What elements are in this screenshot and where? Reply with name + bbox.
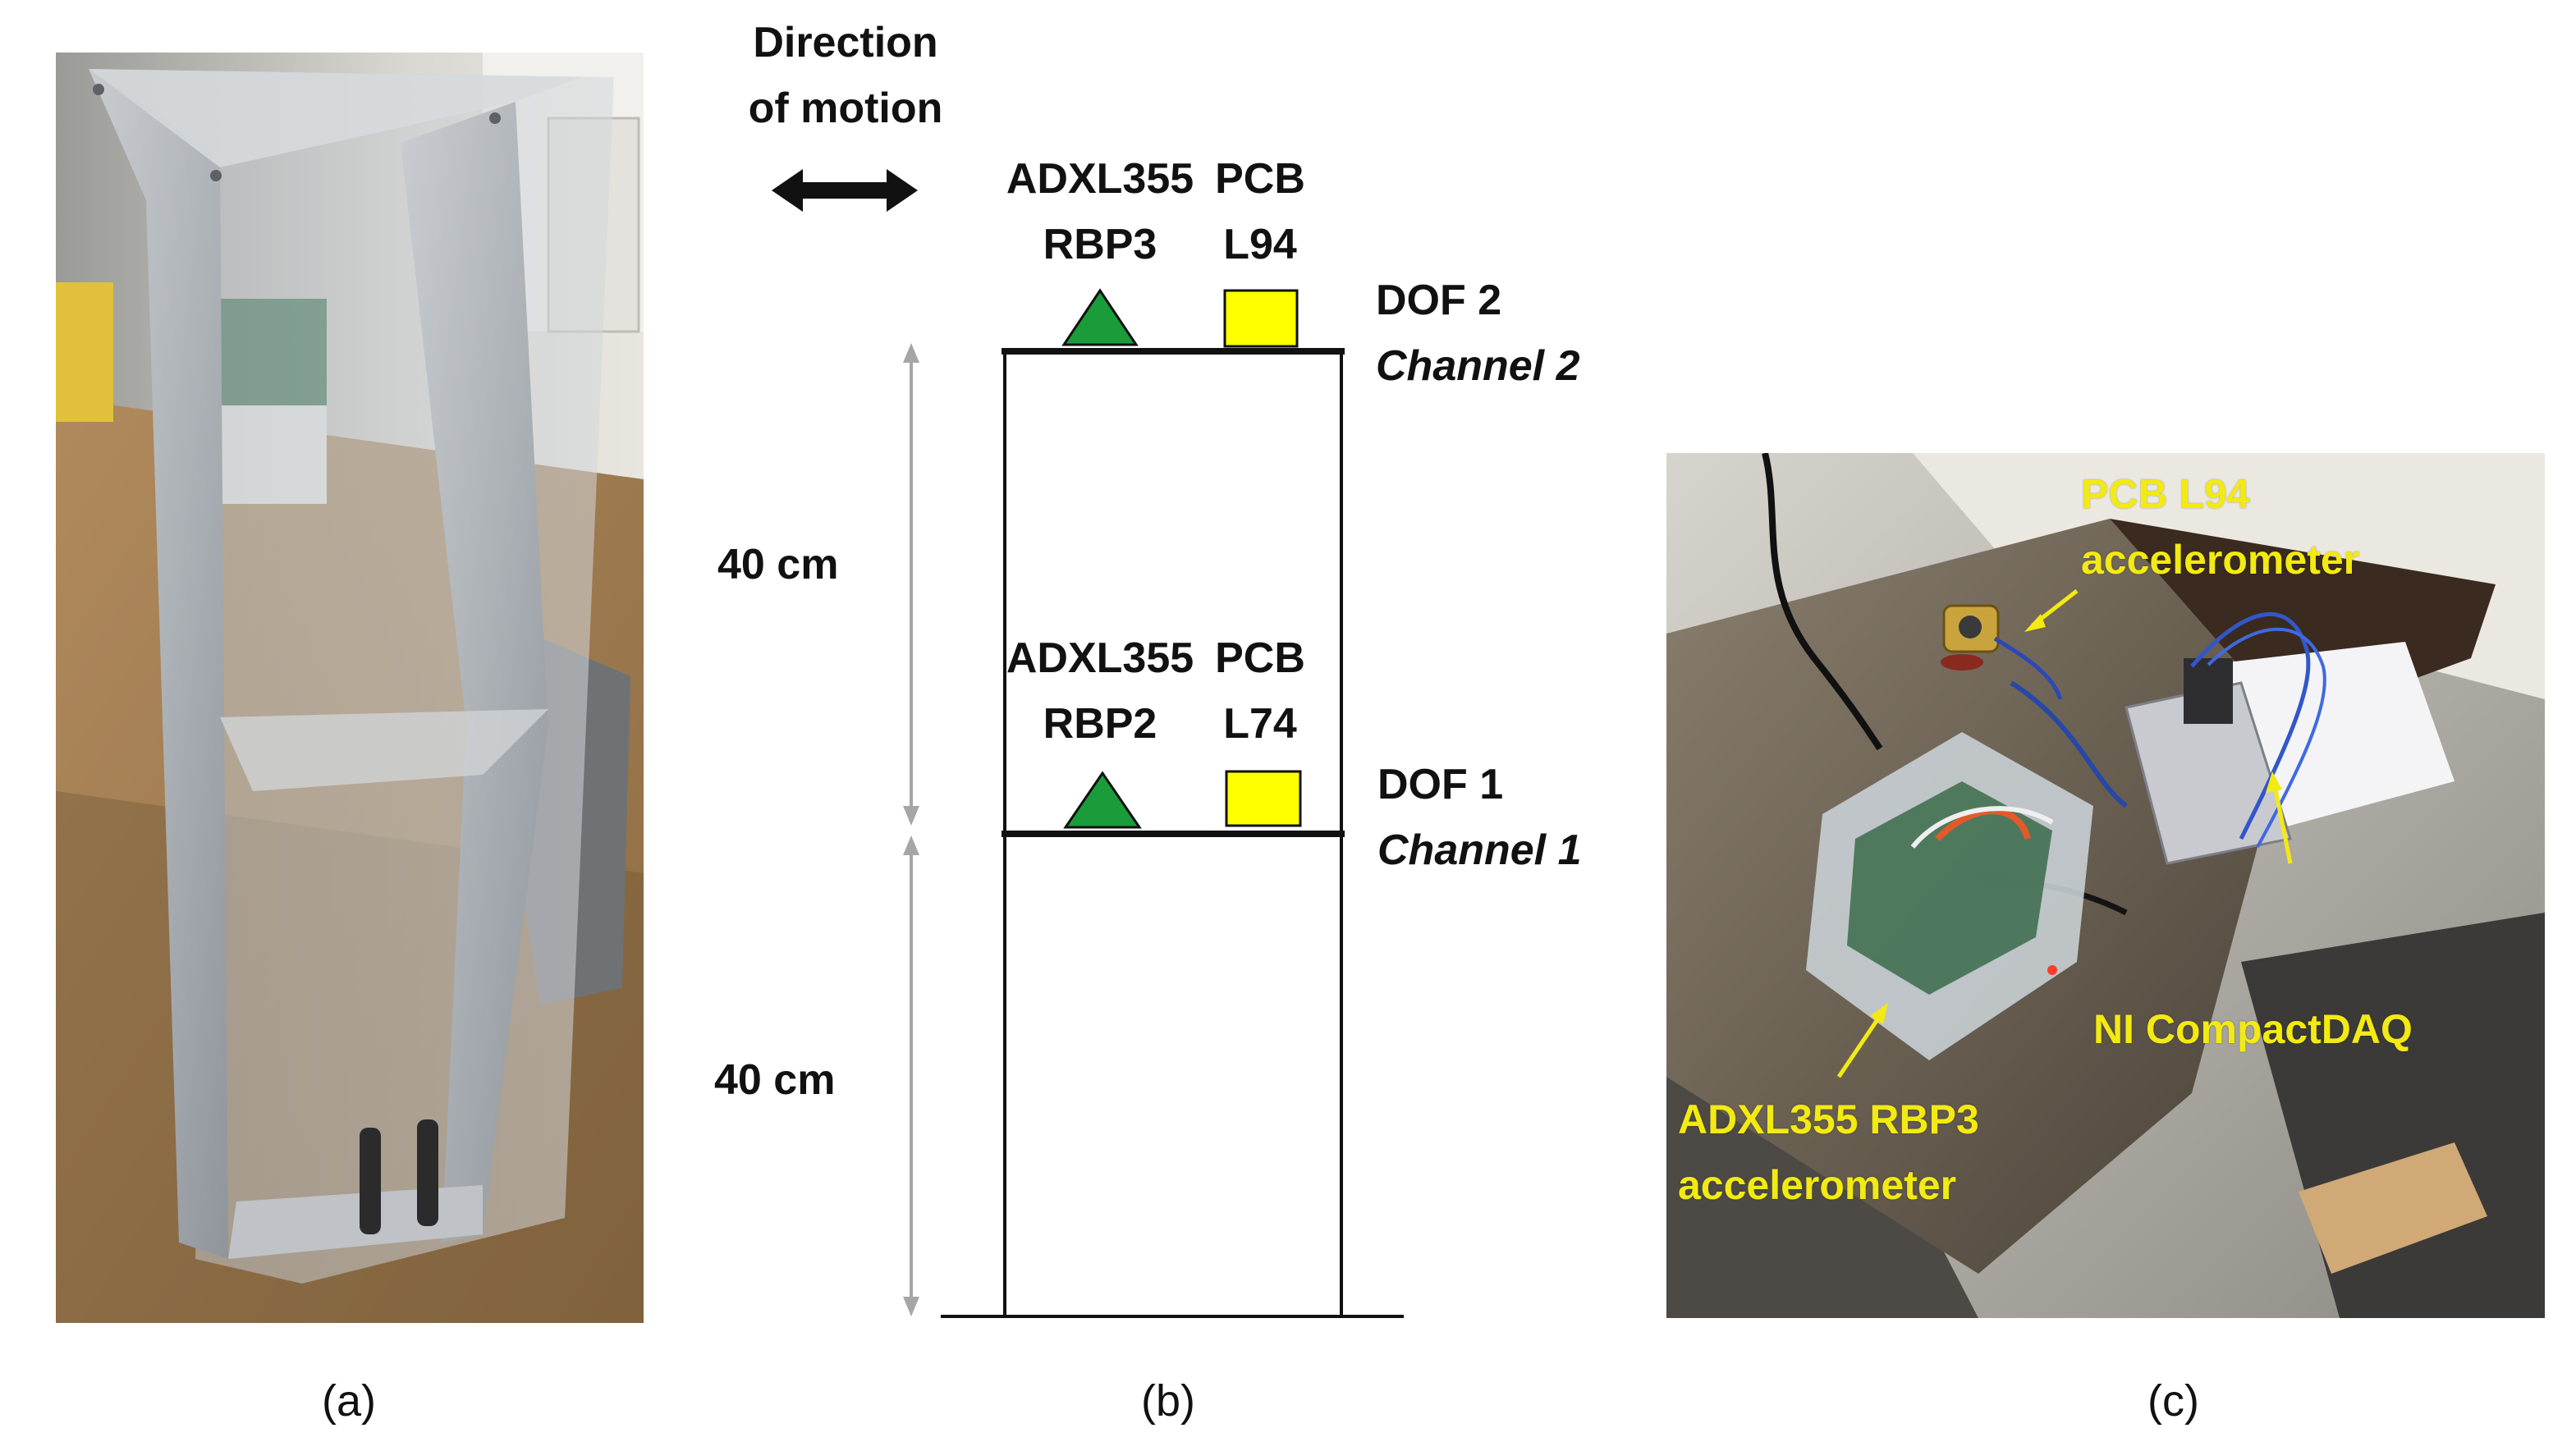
dimension-arrow-upper-story — [903, 343, 919, 826]
channel-1-label: Channel 1 — [1377, 826, 1582, 874]
photo-frame-structure — [56, 53, 644, 1323]
annotation-ni-compactdaq: NI CompactDAQ — [2093, 1006, 2413, 1052]
sensor-label-rbp2: RBP2 — [1043, 700, 1157, 748]
photo-frame-structure-image — [56, 53, 644, 1323]
dof-1-label: DOF 1 — [1377, 761, 1504, 808]
direction-double-arrow — [772, 169, 918, 212]
annotation-pcb-l94-line-2: accelerometer — [2081, 537, 2360, 583]
caption-a: (a) — [322, 1376, 376, 1426]
direction-label-line-2: of motion — [748, 85, 943, 132]
story-height-upper-label: 40 cm — [717, 541, 839, 588]
pcb-l94-square-marker — [1223, 289, 1299, 348]
annotation-pcb-l94-line-1: PCB L94 — [2081, 471, 2250, 517]
sensor-label-l94: L94 — [1223, 221, 1297, 268]
caption-c: (c) — [2147, 1376, 2199, 1426]
annotation-adxl355-rbp3-line-2: accelerometer — [1678, 1162, 1957, 1208]
channel-2-label: Channel 2 — [1376, 342, 1580, 390]
dof-2-label: DOF 2 — [1376, 277, 1502, 324]
sensor-label-l74: L74 — [1223, 700, 1297, 748]
sensor-label-pcb-first: PCB — [1215, 634, 1305, 682]
photo-sensor-setup: PCB L94 accelerometer NI CompactDAQ ADXL… — [1666, 453, 2545, 1318]
adxl355-rbp2-triangle-marker — [1063, 771, 1142, 829]
photo-sensor-setup-image — [1666, 453, 2545, 1318]
direction-label-line-1: Direction — [753, 19, 938, 66]
adxl355-rbp3-triangle-marker — [1061, 288, 1139, 346]
dimension-arrow-lower-story — [903, 835, 919, 1316]
sensor-label-pcb-top: PCB — [1215, 155, 1305, 203]
annotation-adxl355-rbp3-line-1: ADXL355 RBP3 — [1678, 1096, 1979, 1142]
pcb-l74-square-marker — [1225, 770, 1302, 827]
sensor-label-adxl355-top: ADXL355 — [1006, 155, 1194, 203]
caption-b: (b) — [1141, 1376, 1195, 1426]
story-height-lower-label: 40 cm — [714, 1056, 836, 1104]
sensor-label-rbp3: RBP3 — [1043, 221, 1157, 268]
sensor-label-adxl355-first: ADXL355 — [1006, 634, 1194, 682]
